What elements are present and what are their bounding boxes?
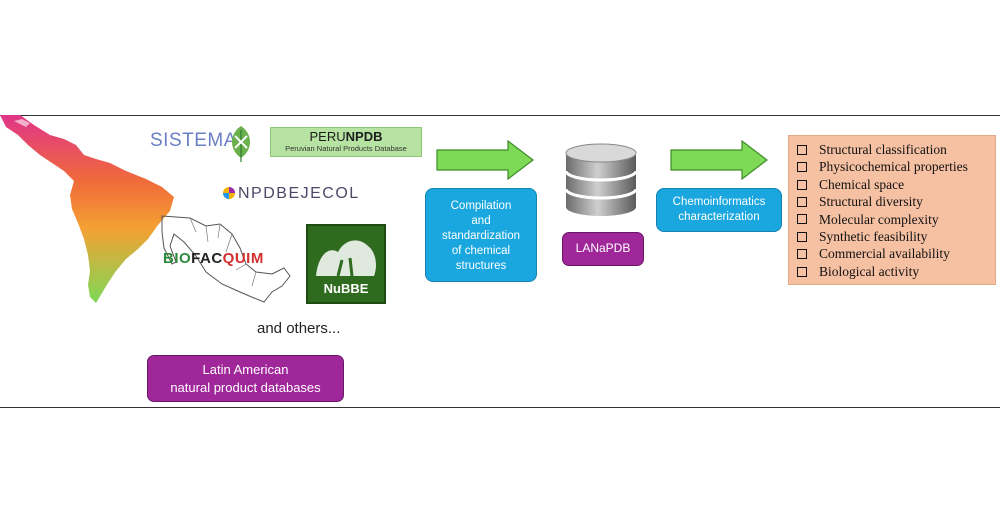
sistemat-logo: SISTEMAT [150, 130, 248, 151]
compilation-line1: Compilation [450, 200, 512, 212]
others-text: and others... [257, 320, 341, 337]
checkbox-icon [797, 179, 807, 190]
latam-databases-box: Latin American natural product databases [147, 355, 344, 402]
npdbejecol-emblem-icon [222, 186, 236, 200]
perunpdb-title: PERUNPDB [309, 129, 383, 144]
property-label: Structural diversity [819, 194, 923, 210]
property-label: Structural classification [819, 142, 947, 157]
compilation-line5: structures [455, 260, 507, 272]
chemoinformatics-line1: Chemoinformatics [672, 196, 766, 208]
property-item: Physicochemical properties [797, 158, 995, 175]
property-label: Molecular complexity [819, 211, 939, 227]
biofacquim-logo: BIOFACQUIM [163, 250, 264, 267]
chemoinformatics-line2: characterization [678, 211, 760, 223]
top-divider [0, 115, 1000, 116]
lanapdb-box: LANaPDB [562, 232, 644, 266]
latam-line1: Latin American [202, 362, 289, 377]
properties-list: Structural classification Physicochemica… [797, 141, 995, 280]
checkbox-icon [797, 196, 807, 207]
latam-line2: natural product databases [170, 380, 321, 395]
database-icon [564, 143, 638, 219]
checkbox-icon [797, 231, 807, 242]
checkbox-icon [797, 266, 807, 277]
compilation-line4: of chemical [451, 245, 511, 257]
checkbox-icon [797, 214, 807, 225]
property-item: Commercial availability [797, 245, 995, 262]
property-item: Biological activity [797, 263, 995, 280]
perunpdb-logo: PERUNPDB Peruvian Natural Products Datab… [270, 127, 422, 157]
arrow-right-icon [670, 139, 768, 181]
property-label: Commercial availability [819, 246, 950, 262]
arrow-right-icon [436, 139, 534, 181]
mexico-outline [160, 212, 295, 307]
checkbox-icon [797, 162, 807, 173]
latin-america-map [0, 115, 200, 305]
compilation-line2: and [471, 215, 491, 227]
chemoinformatics-box: Chemoinformatics characterization [656, 188, 782, 232]
properties-panel: Structural classification Physicochemica… [788, 135, 996, 285]
npdbejecol-logo: NPDBEJECOL [238, 185, 360, 202]
compilation-line3: standardization [442, 230, 520, 242]
nubbe-label: NuBBE [323, 281, 369, 296]
property-label: Physicochemical properties [819, 159, 968, 175]
nubbe-logo: NuBBE [306, 224, 386, 304]
perunpdb-subtitle: Peruvian Natural Products Database [285, 144, 407, 153]
checkbox-icon [797, 249, 807, 260]
property-label: Synthetic feasibility [819, 229, 928, 245]
property-item: Chemical space [797, 176, 995, 193]
property-item: Synthetic feasibility [797, 228, 995, 245]
checkbox-icon [797, 144, 807, 155]
property-label: Chemical space [819, 176, 905, 192]
property-item: Structural classification [797, 141, 995, 158]
bottom-divider [0, 407, 1000, 408]
property-item: Structural diversity [797, 193, 995, 210]
compilation-box: Compilation and standardization of chemi… [425, 188, 537, 282]
leaf-icon [229, 126, 253, 162]
property-item: Molecular complexity [797, 211, 995, 228]
property-label: Biological activity [819, 263, 920, 279]
